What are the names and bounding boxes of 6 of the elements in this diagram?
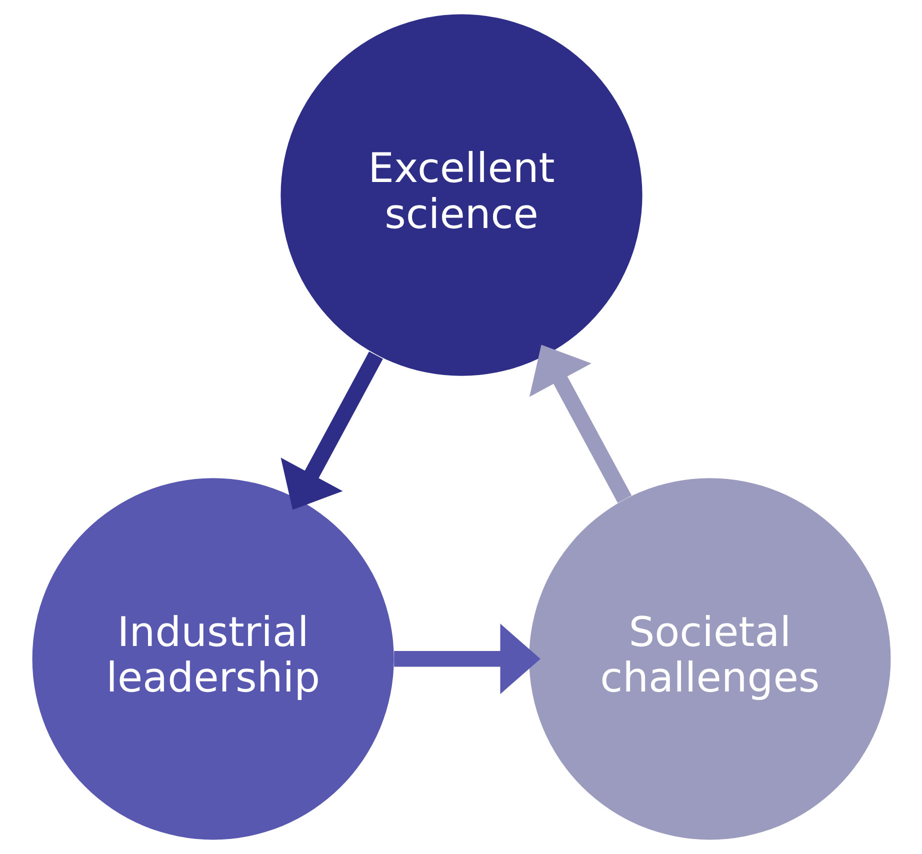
arrow bbox=[528, 344, 632, 504]
node-circle: Excellent science bbox=[280, 14, 642, 376]
node-circle: Societal challenges bbox=[528, 478, 890, 840]
node-circle: Industrial leadership bbox=[32, 478, 394, 840]
arrow bbox=[394, 624, 540, 694]
arrow bbox=[280, 351, 382, 510]
